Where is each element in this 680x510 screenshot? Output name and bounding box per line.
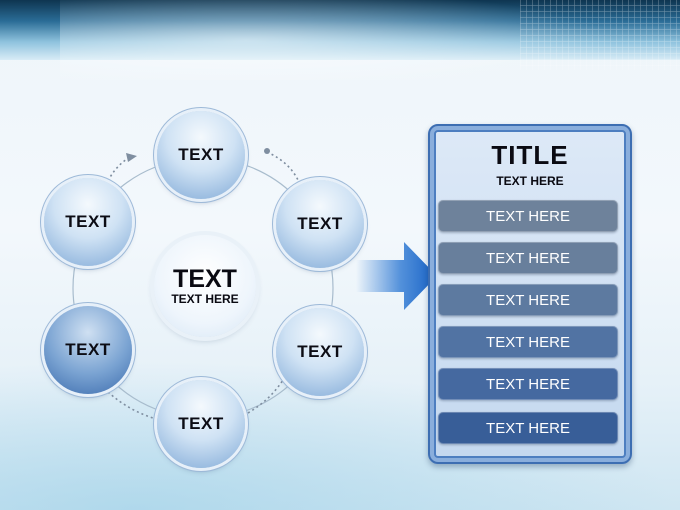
panel-title: TITLE xyxy=(491,140,569,170)
panel-item: TEXT HERE xyxy=(438,242,618,274)
cycle-node-label: TEXT xyxy=(297,342,343,361)
cycle-node-label: TEXT xyxy=(65,340,111,359)
title-panel: TITLE TEXT HERE TEXT HERE TEXT HERE TEXT… xyxy=(428,124,632,464)
panel-item-label: TEXT HERE xyxy=(486,249,570,267)
dotted-arc xyxy=(107,391,154,419)
center-subtitle: TEXT HERE xyxy=(171,292,239,306)
dotted-arc xyxy=(103,156,131,191)
big-arrow xyxy=(356,242,437,310)
cycle-node-top-left: TEXT xyxy=(44,178,132,266)
cycle-node-label: TEXT xyxy=(178,145,224,164)
panel-item: TEXT HERE xyxy=(438,412,618,444)
panel-item: TEXT HERE xyxy=(438,326,618,358)
cycle-node-bottom-right: TEXT xyxy=(276,308,364,396)
center-title: TEXT xyxy=(173,265,237,293)
cycle-node-bottom: TEXT xyxy=(157,380,245,468)
panel-item: TEXT HERE xyxy=(438,200,618,232)
banner-grid-pattern xyxy=(520,0,680,70)
panel-item: TEXT HERE xyxy=(438,368,618,400)
panel-item-label: TEXT HERE xyxy=(486,207,570,225)
cycle-node-top: TEXT xyxy=(157,111,245,199)
dotted-arc xyxy=(266,151,299,181)
cycle-node-bottom-left: TEXT xyxy=(44,306,132,394)
cycle-node-top-right: TEXT xyxy=(276,180,364,268)
arc-dot xyxy=(264,148,270,154)
header-glow xyxy=(60,0,680,80)
panel-subtitle: TEXT HERE xyxy=(496,174,564,188)
arc-arrowhead xyxy=(126,153,137,162)
cycle-node-label: TEXT xyxy=(65,212,111,231)
panel-item-label: TEXT HERE xyxy=(486,333,570,351)
panel-item-label: TEXT HERE xyxy=(486,419,570,437)
panel-item-label: TEXT HERE xyxy=(486,375,570,393)
panel-item-label: TEXT HERE xyxy=(486,291,570,309)
cycle-node-label: TEXT xyxy=(297,214,343,233)
panel-item: TEXT HERE xyxy=(438,284,618,316)
center-node: TEXT TEXT HERE xyxy=(154,235,256,337)
cycle-node-label: TEXT xyxy=(178,414,224,433)
